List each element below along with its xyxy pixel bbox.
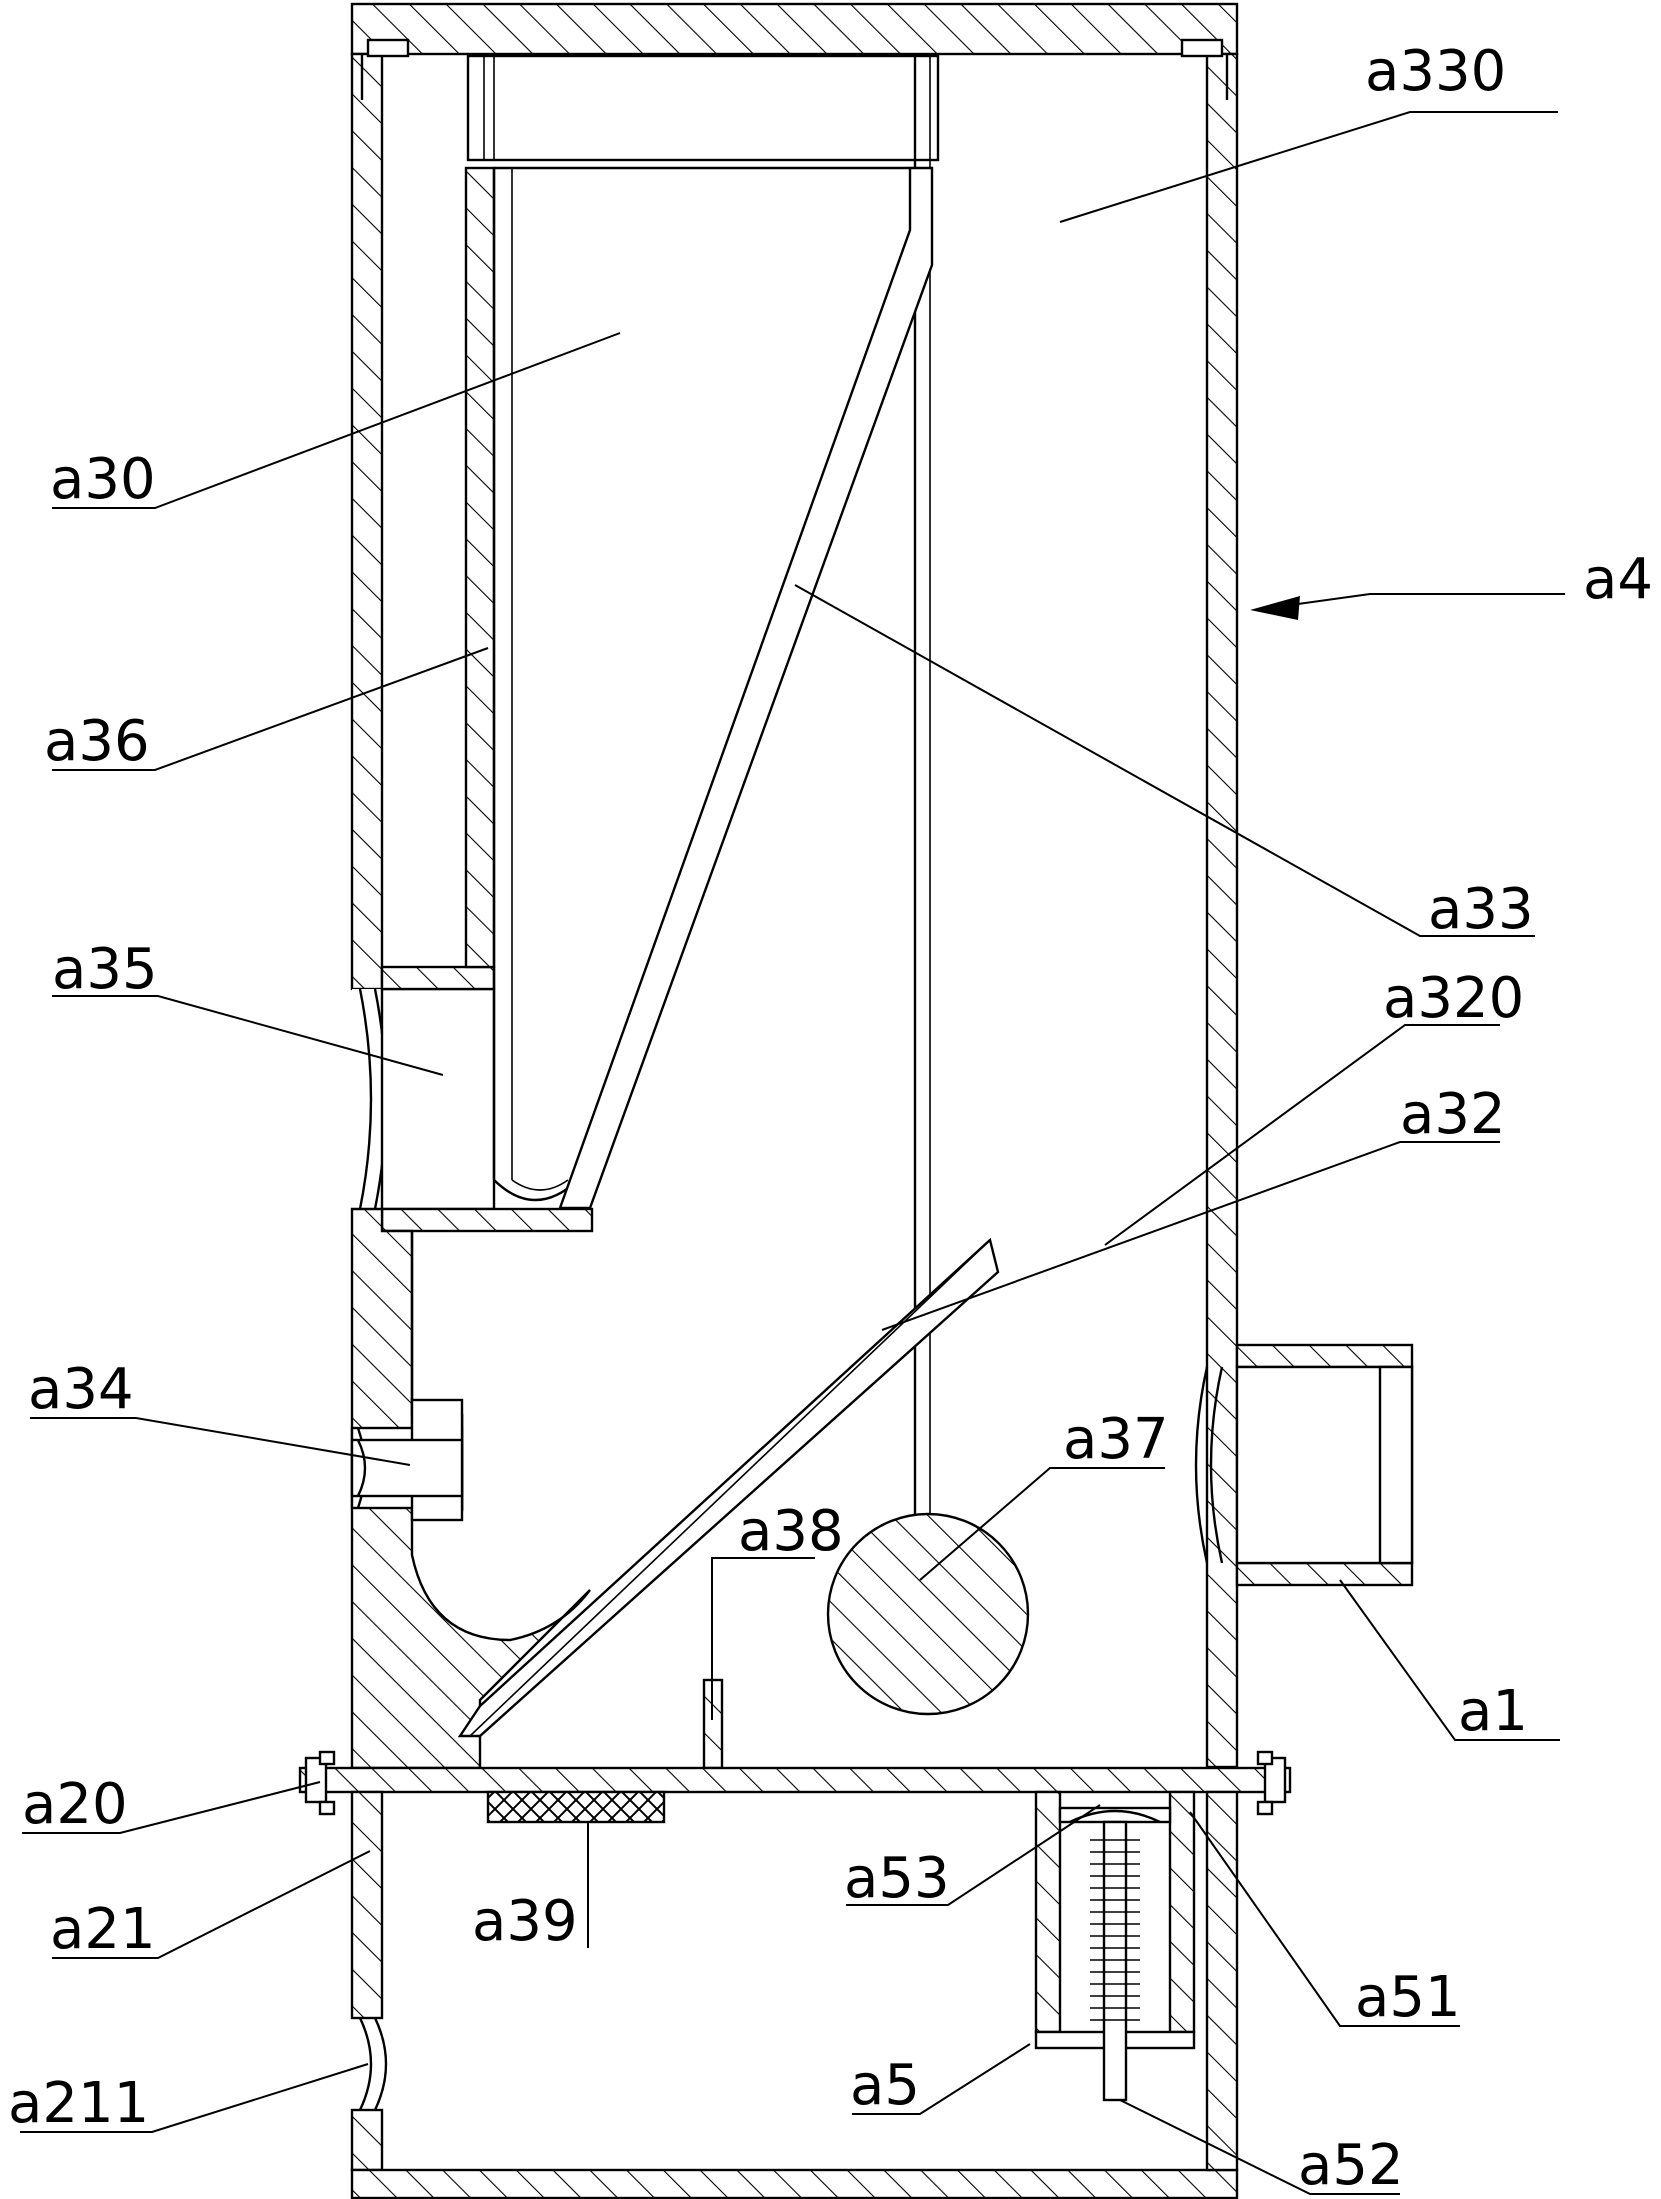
label-a37: a37	[1063, 1407, 1169, 1472]
label-a51: a51	[1355, 1965, 1461, 2030]
inner-wall-a36	[464, 166, 579, 1202]
label-a1: a1	[1458, 1679, 1528, 1744]
label-a211: a211	[8, 2071, 149, 2136]
port-a34	[350, 1398, 464, 1522]
filter-a39	[486, 1790, 666, 1824]
top-beam	[466, 54, 940, 1700]
label-a52: a52	[1298, 2133, 1404, 2198]
label-a4: a4	[1583, 547, 1653, 612]
label-a36: a36	[44, 709, 150, 774]
reference-labels: a330 a30 a4 a36 a33 a35 a320 a32 a34 a37…	[8, 39, 1653, 2198]
label-a30: a30	[50, 447, 156, 512]
label-a330: a330	[1365, 39, 1506, 104]
label-a35: a35	[52, 937, 158, 1002]
valve-a5	[1034, 1790, 1196, 2102]
label-a38: a38	[738, 1499, 844, 1564]
label-a39: a39	[472, 1889, 578, 1954]
label-a5: a5	[850, 2053, 920, 2118]
label-a32: a32	[1400, 1082, 1506, 1147]
outlet-a1	[1194, 1343, 1414, 1587]
label-a53: a53	[844, 1846, 950, 1911]
label-a33: a33	[1428, 877, 1534, 942]
inclined-plate-a33	[558, 166, 934, 1210]
label-a20: a20	[22, 1772, 128, 1837]
label-a320: a320	[1383, 966, 1524, 1031]
leader-lines	[20, 111, 1565, 2195]
label-a34: a34	[28, 1357, 134, 1422]
flange-a20	[298, 1750, 1292, 1816]
housing-a4	[350, 2, 1239, 1769]
ball-a37	[826, 1512, 1030, 1716]
inlet-a35	[352, 965, 594, 1233]
label-a21: a21	[50, 1897, 156, 1962]
lower-housing-a21	[350, 1790, 1239, 2199]
